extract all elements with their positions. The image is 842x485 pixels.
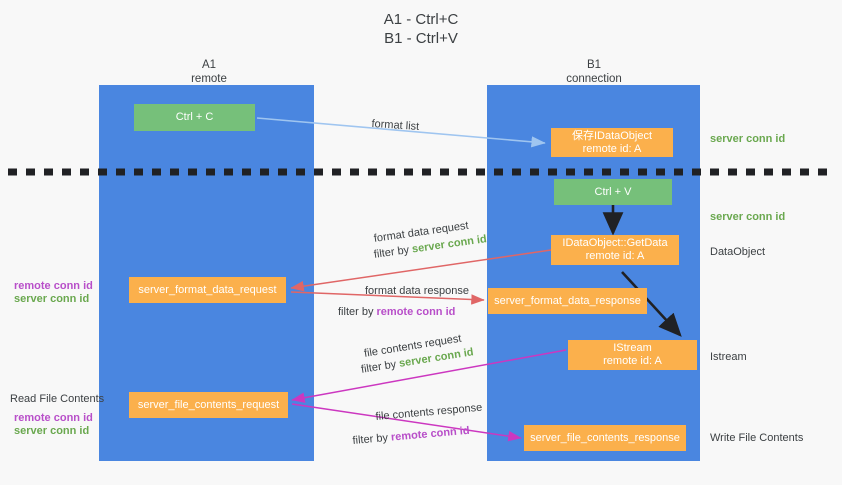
node-istream[interactable]: IStream remote id: A bbox=[568, 340, 697, 370]
node-save-idataobject-line2: remote id: A bbox=[582, 142, 642, 155]
edge-label-format-data-response-filter: filter by remote conn id bbox=[338, 305, 455, 319]
filter-value-remote-conn-id-1: remote conn id bbox=[376, 306, 456, 318]
filter-prefix-2: filter by bbox=[338, 306, 377, 318]
diagram-title-line2: B1 - Ctrl+V bbox=[384, 30, 458, 47]
filter-prefix-1: filter by bbox=[373, 243, 413, 261]
node-istream-line2: remote id: A bbox=[603, 355, 662, 367]
side-label-server-conn-id-mid: server conn id bbox=[710, 211, 786, 223]
column-header-a1-name: A1 bbox=[201, 59, 217, 71]
node-save-idataobject-line1: 保存IDataObject bbox=[571, 129, 653, 142]
node-ctrl-c-label: Ctrl + C bbox=[175, 111, 214, 123]
column-header-b1-sub: connection bbox=[566, 73, 622, 85]
side-label-remote-conn-id-1: remote conn id bbox=[14, 280, 93, 292]
side-label-dataobject: DataObject bbox=[710, 246, 766, 258]
filter-prefix-4: filter by bbox=[352, 431, 392, 447]
edge-label-file-contents-response-filter: filter by remote conn id bbox=[352, 424, 470, 448]
node-ctrl-v-label: Ctrl + V bbox=[594, 185, 632, 198]
node-server-format-data-response-label: server_format_data_response bbox=[494, 294, 641, 307]
column-header-b1-name: B1 bbox=[586, 59, 602, 71]
node-server-format-data-request[interactable]: server_format_data_request bbox=[129, 277, 286, 303]
filter-value-remote-conn-id-2: remote conn id bbox=[390, 424, 471, 444]
node-server-format-data-response[interactable]: server_format_data_response bbox=[488, 288, 647, 314]
column-header-a1-sub: remote bbox=[191, 73, 227, 85]
diagram-title-line1: A1 - Ctrl+C bbox=[383, 11, 459, 28]
edge-label-file-contents-response: file contents response bbox=[375, 401, 483, 423]
node-server-file-contents-response[interactable]: server_file_contents_response bbox=[524, 425, 686, 451]
node-getdata-line2: remote id: A bbox=[585, 250, 645, 262]
node-server-file-contents-request[interactable]: server_file_contents_request bbox=[129, 392, 288, 418]
side-label-remote-conn-id-2: remote conn id bbox=[14, 412, 93, 424]
edge-label-format-list: format list bbox=[371, 117, 420, 133]
side-label-write-file-contents: Write File Contents bbox=[710, 432, 804, 444]
node-save-idataobject[interactable]: 保存IDataObject remote id: A bbox=[551, 128, 673, 157]
edge-label-format-data-response: format data response bbox=[365, 285, 469, 297]
node-server-file-contents-response-label: server_file_contents_response bbox=[530, 431, 680, 444]
node-ctrl-v[interactable]: Ctrl + V bbox=[554, 179, 672, 205]
node-idataobject-getdata[interactable]: IDataObject::GetData remote id: A bbox=[551, 235, 679, 265]
side-label-read-file-contents: Read File Contents bbox=[10, 393, 105, 405]
node-ctrl-c[interactable]: Ctrl + C bbox=[134, 104, 255, 131]
side-label-server-conn-id-1: server conn id bbox=[14, 293, 90, 305]
node-server-file-contents-request-label: server_file_contents_request bbox=[137, 398, 280, 411]
node-getdata-line1: IDataObject::GetData bbox=[562, 237, 668, 249]
node-istream-line1: IStream bbox=[613, 342, 652, 354]
node-server-format-data-request-label: server_format_data_request bbox=[138, 283, 277, 296]
side-label-istream: Istream bbox=[710, 351, 747, 363]
side-label-server-conn-id-2: server conn id bbox=[14, 425, 90, 437]
side-label-server-conn-id-top: server conn id bbox=[710, 133, 786, 145]
